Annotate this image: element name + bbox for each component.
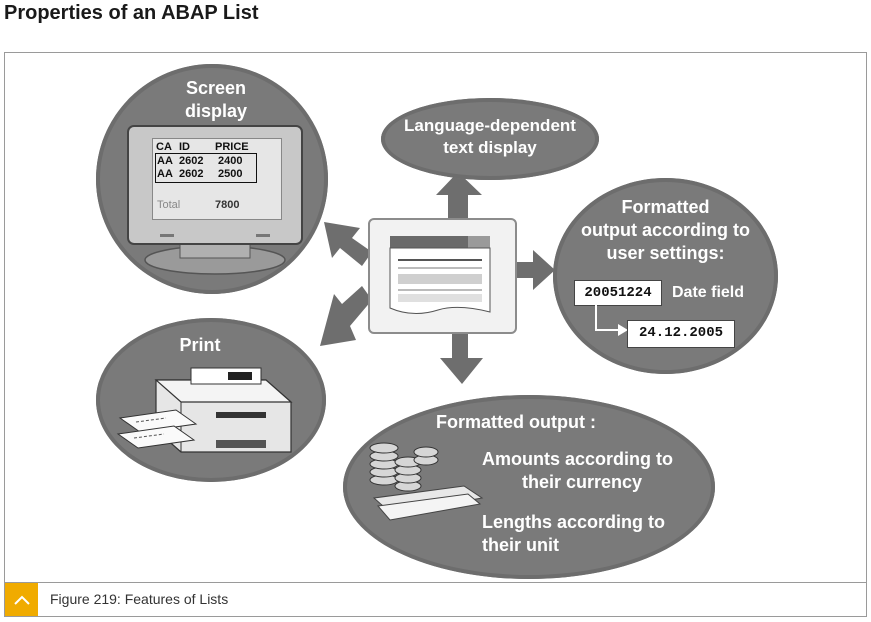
list-document-icon xyxy=(389,236,491,314)
amounts-label-2: their currency xyxy=(522,472,643,492)
screen-row1-price: 2400 xyxy=(218,155,243,167)
user-settings-label-1: Formatted xyxy=(621,197,710,217)
arrow-up xyxy=(436,172,482,220)
figure-caption: Figure 219: Features of Lists xyxy=(50,591,229,607)
user-settings-label-2: output according to xyxy=(581,220,750,240)
print-label: Print xyxy=(179,335,221,355)
language-oval xyxy=(381,98,599,180)
arrow-down-left xyxy=(320,286,372,346)
screen-header-id: ID xyxy=(179,141,190,153)
arrow-right xyxy=(513,250,555,290)
formatted-date-value: 24.12.2005 xyxy=(627,320,735,348)
screen-total-value: 7800 xyxy=(215,199,240,211)
language-label-1: Language-dependent xyxy=(404,116,576,135)
screen-display-label-1: Screen xyxy=(185,78,247,98)
coins-icon xyxy=(369,442,484,521)
arrow-up-left xyxy=(324,222,372,266)
language-label-2: text display xyxy=(443,138,537,157)
chevron-up-icon[interactable] xyxy=(5,583,38,616)
figure-caption-bar: Figure 219: Features of Lists xyxy=(4,582,867,617)
raw-date-value: 20051224 xyxy=(574,280,662,306)
screen-header-ca: CA xyxy=(156,141,172,153)
monitor-screen: CA ID PRICE AA 2602 2400 AA 2602 2500 To… xyxy=(152,138,282,220)
screen-row1-id: 2602 xyxy=(179,155,204,167)
screen-rows-box xyxy=(155,153,257,183)
date-connector-arrow xyxy=(595,304,628,336)
screen-row2-id: 2602 xyxy=(179,168,204,180)
screen-total-label: Total xyxy=(157,199,181,211)
amounts-label-1: Amounts according to xyxy=(482,449,674,469)
abap-list-document xyxy=(368,218,517,334)
screen-row1-ca: AA xyxy=(157,155,173,167)
formatted-output-title: Formatted output : xyxy=(436,412,596,432)
arrow-down xyxy=(440,330,483,384)
date-field-label: Date field xyxy=(672,284,745,301)
page-title: Properties of an ABAP List xyxy=(4,2,259,24)
user-settings-label-3: user settings: xyxy=(606,243,725,263)
printer-icon xyxy=(116,367,293,453)
screen-header-price: PRICE xyxy=(215,141,249,153)
screen-row2-ca: AA xyxy=(157,168,173,180)
lengths-label-2: their unit xyxy=(482,535,559,555)
screen-display-label-2: display xyxy=(184,101,248,121)
lengths-label-1: Lengths according to xyxy=(482,512,666,532)
screen-row2-price: 2500 xyxy=(218,168,243,180)
